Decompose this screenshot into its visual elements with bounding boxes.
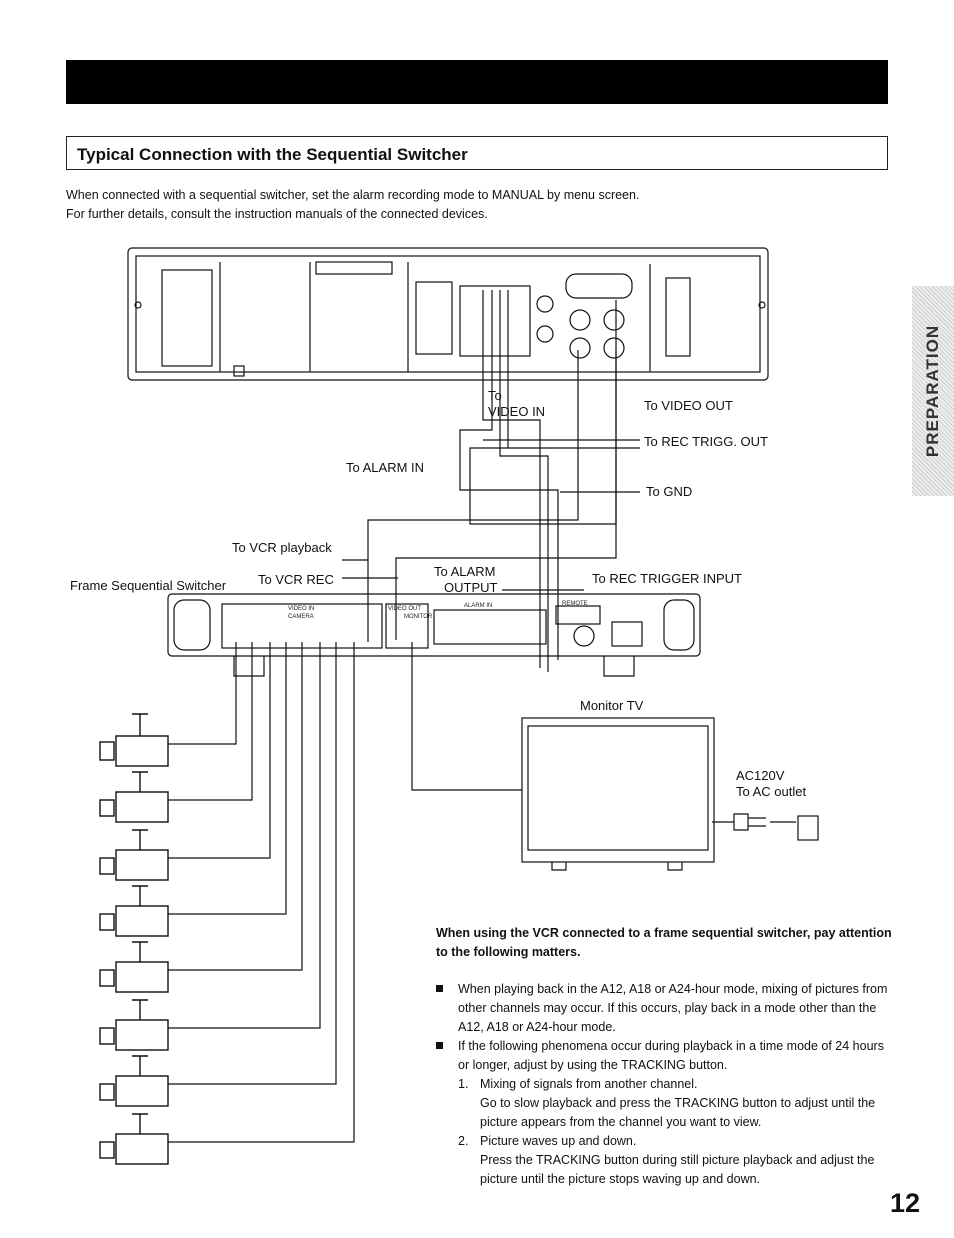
notes-list: When playing back in the A12, A18 or A24…	[436, 980, 894, 1189]
label-to-alarm-output-1: To ALARM	[434, 564, 495, 579]
panel-alarm-in: ALARM IN	[464, 603, 492, 609]
label-ac120v: AC120V	[736, 768, 785, 783]
sub-item-2-num: 2.	[458, 1134, 469, 1148]
camera-1	[99, 713, 169, 767]
label-to-video-out: To VIDEO OUT	[644, 398, 733, 413]
intro-line-2: For further details, consult the instruc…	[66, 207, 488, 221]
label-frame-sequential-switcher: Frame Sequential Switcher	[70, 578, 227, 593]
bullet-icon	[436, 1042, 443, 1049]
camera-5	[99, 941, 169, 993]
sub-item-1: 1. Mixing of signals from another channe…	[458, 1075, 894, 1132]
label-to-rec-trigger-input: To REC TRIGGER INPUT	[592, 571, 742, 586]
camera-4	[99, 885, 169, 937]
vcr-rear-panel	[127, 247, 769, 381]
bullet-1-text: When playing back in the A12, A18 or A24…	[458, 982, 888, 1034]
header-bar	[66, 60, 888, 104]
notes-heading: When using the VCR connected to a frame …	[436, 926, 892, 959]
panel-camera: CAMERA	[288, 614, 314, 620]
frame-sequential-switcher	[167, 593, 701, 677]
bullet-icon	[436, 985, 443, 992]
sub-item-2-text: Press the TRACKING button during still p…	[480, 1153, 875, 1186]
label-to-alarm-in: To ALARM IN	[346, 460, 424, 475]
label-to-video-in-1: To	[488, 388, 502, 403]
section-header: Typical Connection with the Sequential S…	[66, 136, 888, 170]
camera-2	[99, 771, 169, 823]
label-monitor-tv: Monitor TV	[580, 698, 644, 713]
label-to-ac-outlet: To AC outlet	[736, 784, 806, 799]
panel-remote: REMOTE	[562, 601, 588, 607]
sub-item-1-num: 1.	[458, 1077, 469, 1091]
list-item: When playing back in the A12, A18 or A24…	[436, 980, 894, 1037]
label-to-video-in-2: VIDEO IN	[488, 404, 545, 419]
monitor-tv	[521, 717, 819, 871]
label-to-rec-trigg-out: To REC TRIGG. OUT	[644, 434, 768, 449]
notes-section: When using the VCR connected to a frame …	[436, 924, 894, 1189]
section-title: Typical Connection with the Sequential S…	[77, 145, 468, 164]
intro-line-1: When connected with a sequential switche…	[66, 188, 640, 202]
sub-item-1-title: Mixing of signals from another channel.	[480, 1077, 698, 1091]
page-number: 12	[890, 1188, 921, 1218]
label-to-gnd: To GND	[646, 484, 692, 499]
list-item: If the following phenomena occur during …	[436, 1037, 894, 1189]
camera-6	[99, 999, 169, 1051]
sub-item-1-text: Go to slow playback and press the TRACKI…	[480, 1096, 876, 1129]
panel-monitor: MONITOR	[404, 614, 433, 620]
label-to-alarm-output-2: OUTPUT	[444, 580, 498, 595]
preparation-tab: PREPARATION	[912, 286, 954, 496]
panel-video-out: VIDEO OUT	[388, 606, 421, 612]
camera-3	[99, 829, 169, 881]
sub-item-2: 2. Picture waves up and down. Press the …	[458, 1132, 894, 1189]
intro-text: When connected with a sequential switche…	[66, 186, 826, 224]
label-to-vcr-playback: To VCR playback	[232, 540, 332, 555]
camera-7	[99, 1055, 169, 1107]
sub-item-2-title: Picture waves up and down.	[480, 1134, 637, 1148]
bullet-2-text: If the following phenomena occur during …	[458, 1039, 884, 1072]
label-to-vcr-rec: To VCR REC	[258, 572, 334, 587]
preparation-tab-label: PREPARATION	[923, 324, 942, 458]
camera-8	[99, 1113, 169, 1165]
panel-video-in: VIDEO IN	[288, 606, 314, 612]
